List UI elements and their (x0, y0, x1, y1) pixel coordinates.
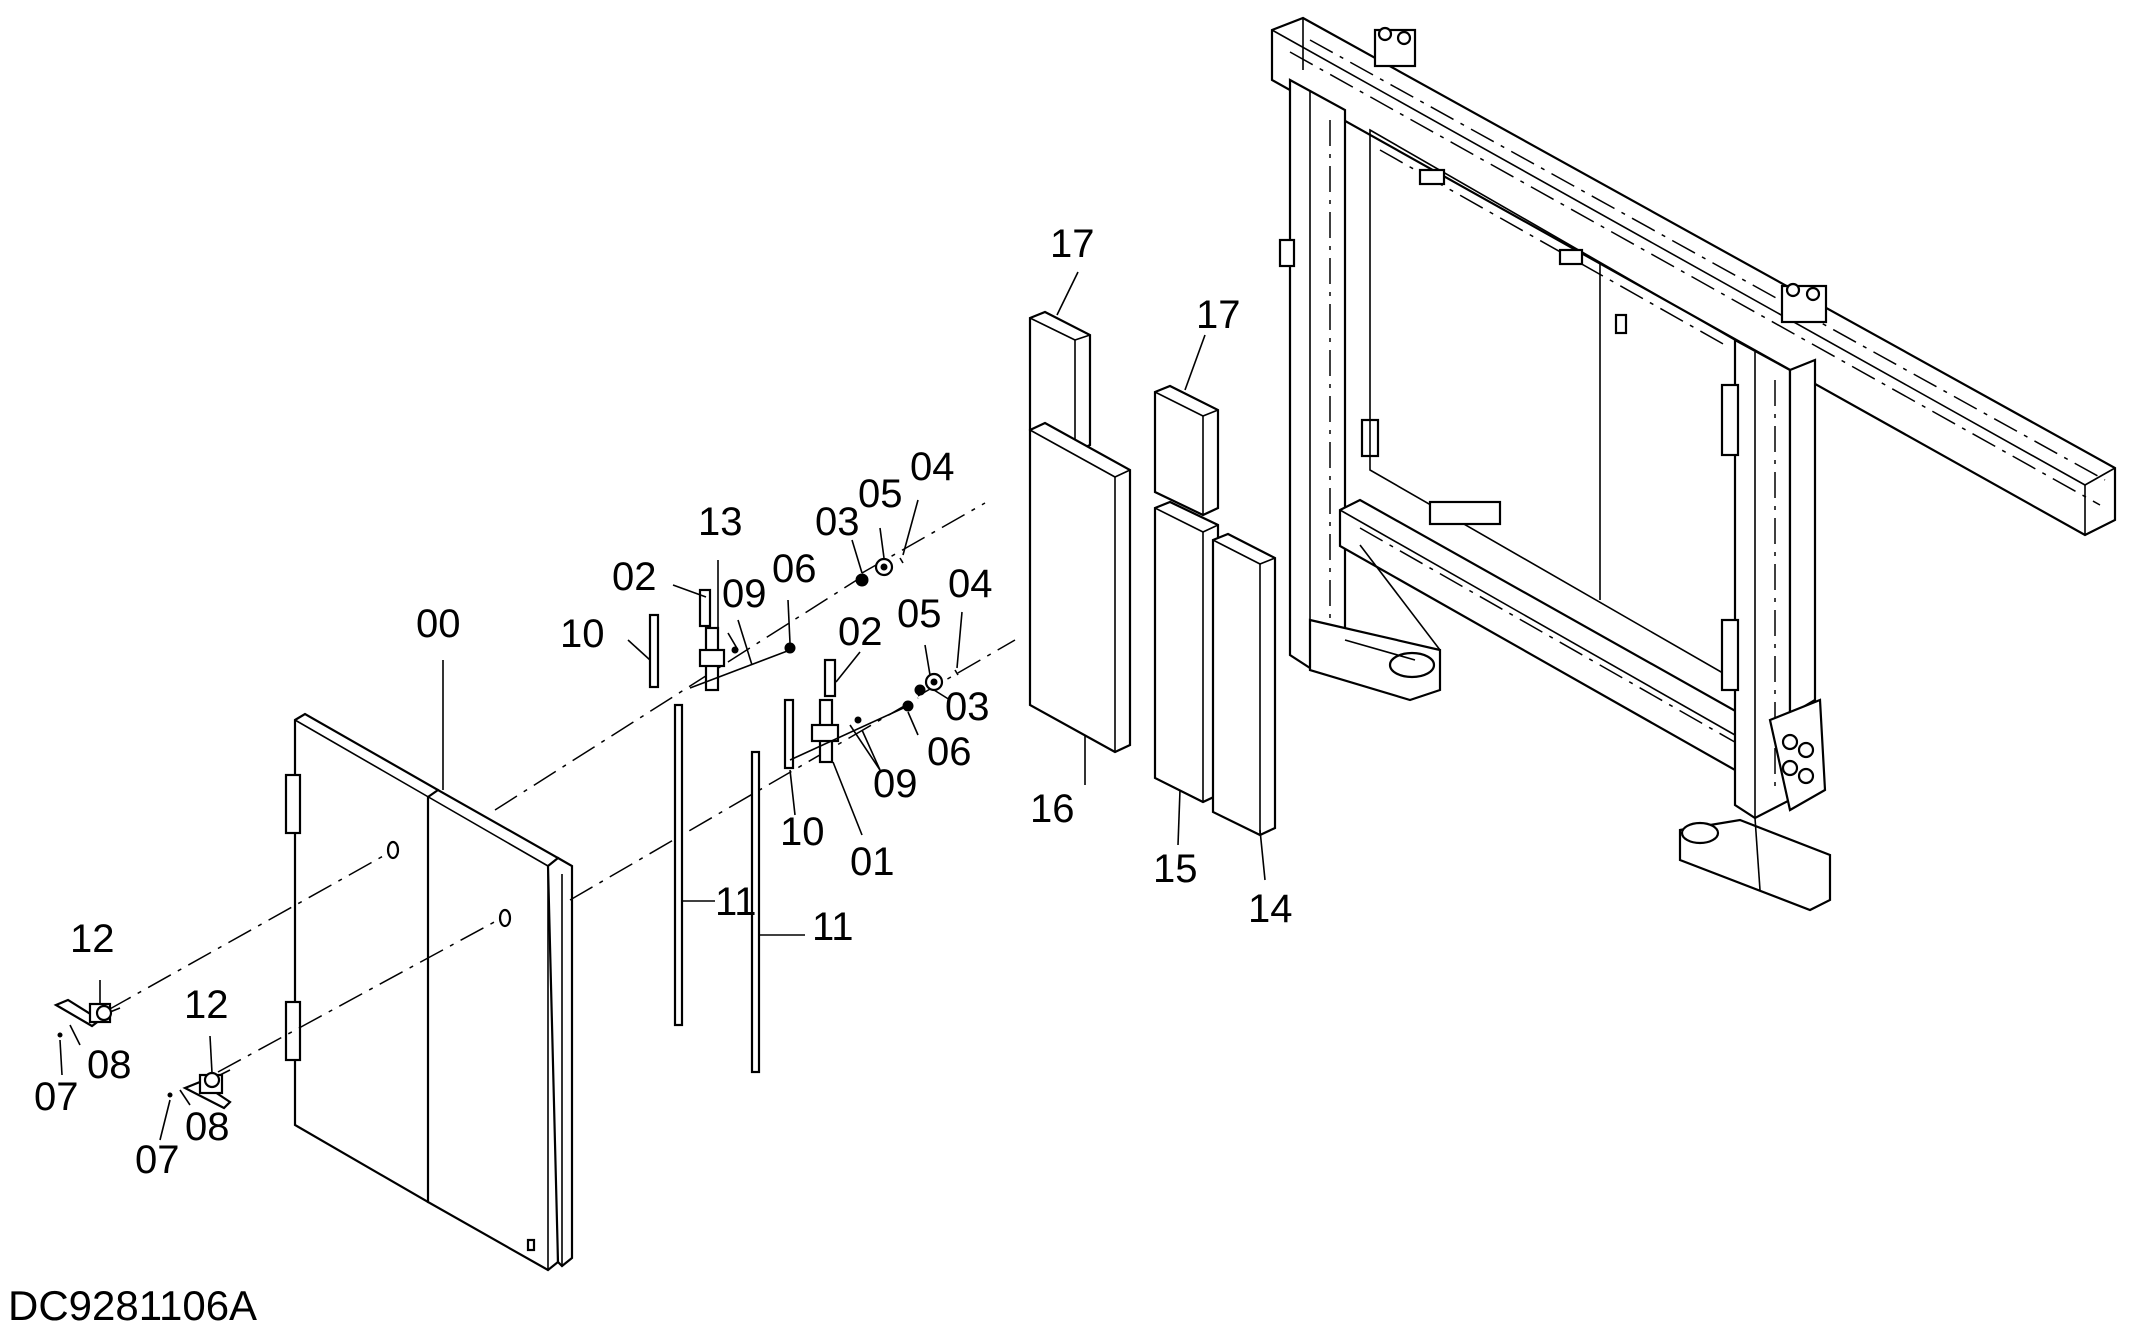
callout-12-lower: 12 (184, 983, 229, 1027)
callout-04-upper: 04 (910, 445, 955, 489)
callout-05-lower: 05 (897, 592, 942, 636)
callout-08-upper: 08 (87, 1043, 132, 1087)
callout-01: 01 (850, 840, 895, 884)
callout-09-lower: 09 (873, 762, 918, 806)
callout-10-lower: 10 (780, 810, 825, 854)
foam-block-16 (1028, 421, 1132, 754)
callout-labels: 00 10 02 13 09 06 03 05 04 02 05 04 03 0… (34, 222, 1293, 1182)
callout-09-upper: 09 (722, 572, 767, 616)
handle-lower (167, 1069, 232, 1110)
callout-03-lower: 03 (945, 685, 990, 729)
foam-block-15 (1153, 500, 1220, 804)
callout-16: 16 (1030, 787, 1075, 831)
callout-02-upper: 02 (612, 555, 657, 599)
callout-02-lower: 02 (838, 610, 883, 654)
door-panel (284, 712, 574, 1272)
drawing-code: DC9281106A (8, 1282, 257, 1329)
callout-14: 14 (1248, 887, 1293, 931)
callout-04-lower: 04 (948, 562, 993, 606)
callout-07-upper: 07 (34, 1075, 79, 1119)
callout-17-right: 17 (1196, 293, 1241, 337)
frame-assembly (1270, 16, 2117, 912)
lower-lock-hardware (750, 658, 959, 1074)
callout-11-left: 11 (715, 880, 757, 924)
upper-lock-hardware (648, 557, 904, 1027)
callout-12-upper: 12 (70, 917, 115, 961)
foam-block-14 (1211, 532, 1277, 837)
callout-06-lower: 06 (927, 730, 972, 774)
callout-06-upper: 06 (772, 547, 817, 591)
leader-lines (59, 271, 1266, 1141)
foam-block-17b (1153, 384, 1220, 517)
callout-11-right: 11 (812, 905, 854, 949)
callout-13: 13 (698, 500, 743, 544)
callout-03-upper: 03 (815, 500, 860, 544)
callout-17-left: 17 (1050, 222, 1095, 266)
callout-00: 00 (416, 602, 461, 646)
callout-08-lower: 08 (185, 1105, 230, 1149)
callout-15: 15 (1153, 847, 1198, 891)
callout-10-upper: 10 (560, 612, 605, 656)
callout-07-lower: 07 (135, 1138, 180, 1182)
handle-upper (53, 998, 121, 1038)
callout-05-upper: 05 (858, 472, 903, 516)
